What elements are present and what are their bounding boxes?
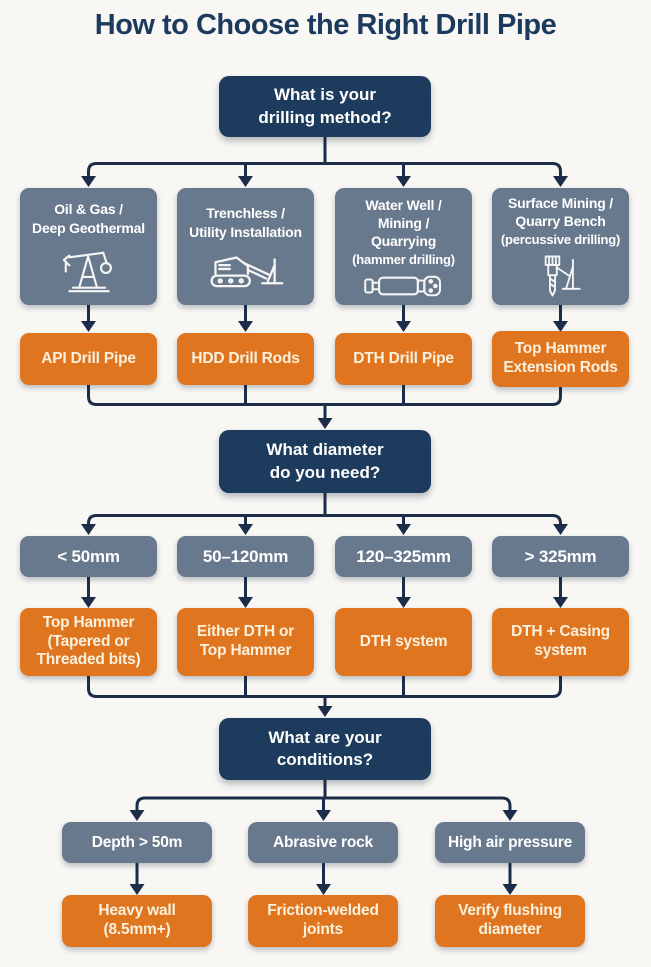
result-friction-welded-joints: Friction-welded joints (248, 895, 398, 947)
hdd-rig-icon (204, 247, 288, 289)
option-label: Oil & Gas / Deep Geothermal (32, 201, 145, 236)
decision-drilling-method: What is your drilling method? (219, 76, 431, 137)
result-dth-system: DTH system (335, 608, 472, 676)
connector-step1-results (87, 305, 562, 322)
decision-diameter: What diameter do you need? (219, 430, 431, 493)
dth-hammer-icon (363, 274, 445, 298)
option-under-50mm: < 50mm (20, 536, 157, 577)
option-depth-over-50m: Depth > 50m (62, 822, 212, 863)
option-surface-mining-quarry-bench: Surface Mining / Quarry Bench (percussiv… (492, 188, 629, 305)
connector-step2-results (87, 577, 562, 598)
option-sublabel: (percussive drilling) (500, 231, 621, 247)
option-120-325mm: 120–325mm (335, 536, 472, 577)
connector-step3-results (135, 863, 512, 885)
option-over-325mm: > 325mm (492, 536, 629, 577)
option-label: Trenchless / Utility Installation (189, 205, 302, 240)
connector-step3-split (135, 780, 512, 812)
result-top-hammer-extension-rods: Top Hammer Extension Rods (492, 331, 629, 387)
connector-step1-split (87, 137, 562, 177)
result-dth-drill-pipe: DTH Drill Pipe (335, 333, 472, 385)
option-sublabel: (hammer drilling) (352, 251, 455, 267)
connector-step1-merge (87, 385, 562, 419)
result-hdd-drill-rods: HDD Drill Rods (177, 333, 314, 385)
pumpjack-icon (60, 243, 118, 293)
top-hammer-bit-icon (534, 253, 588, 299)
option-50-120mm: 50–120mm (177, 536, 314, 577)
result-verify-flushing-diameter: Verify flushing diameter (435, 895, 585, 947)
option-trenchless-utility: Trenchless / Utility Installation (177, 188, 314, 305)
result-top-hammer-bits: Top Hammer (Tapered or Threaded bits) (20, 608, 157, 676)
connector-step2-split (87, 493, 562, 525)
decision-conditions: What are your conditions? (219, 718, 431, 780)
option-label: Water Well / Mining / Quarrying (365, 196, 442, 250)
option-oil-gas-deep-geothermal: Oil & Gas / Deep Geothermal (20, 188, 157, 305)
result-either-dth-or-top-hammer: Either DTH or Top Hammer (177, 608, 314, 676)
result-heavy-wall: Heavy wall (8.5mm+) (62, 895, 212, 947)
option-high-air-pressure: High air pressure (435, 822, 585, 863)
connector-step2-merge (87, 676, 562, 708)
result-api-drill-pipe: API Drill Pipe (20, 333, 157, 385)
option-label: Surface Mining / Quarry Bench (508, 194, 613, 230)
result-dth-casing-system: DTH + Casing system (492, 608, 629, 676)
option-water-well-mining-quarrying: Water Well / Mining / Quarrying (hammer … (335, 188, 472, 305)
option-abrasive-rock: Abrasive rock (248, 822, 398, 863)
page-title: How to Choose the Right Drill Pipe (94, 9, 557, 41)
